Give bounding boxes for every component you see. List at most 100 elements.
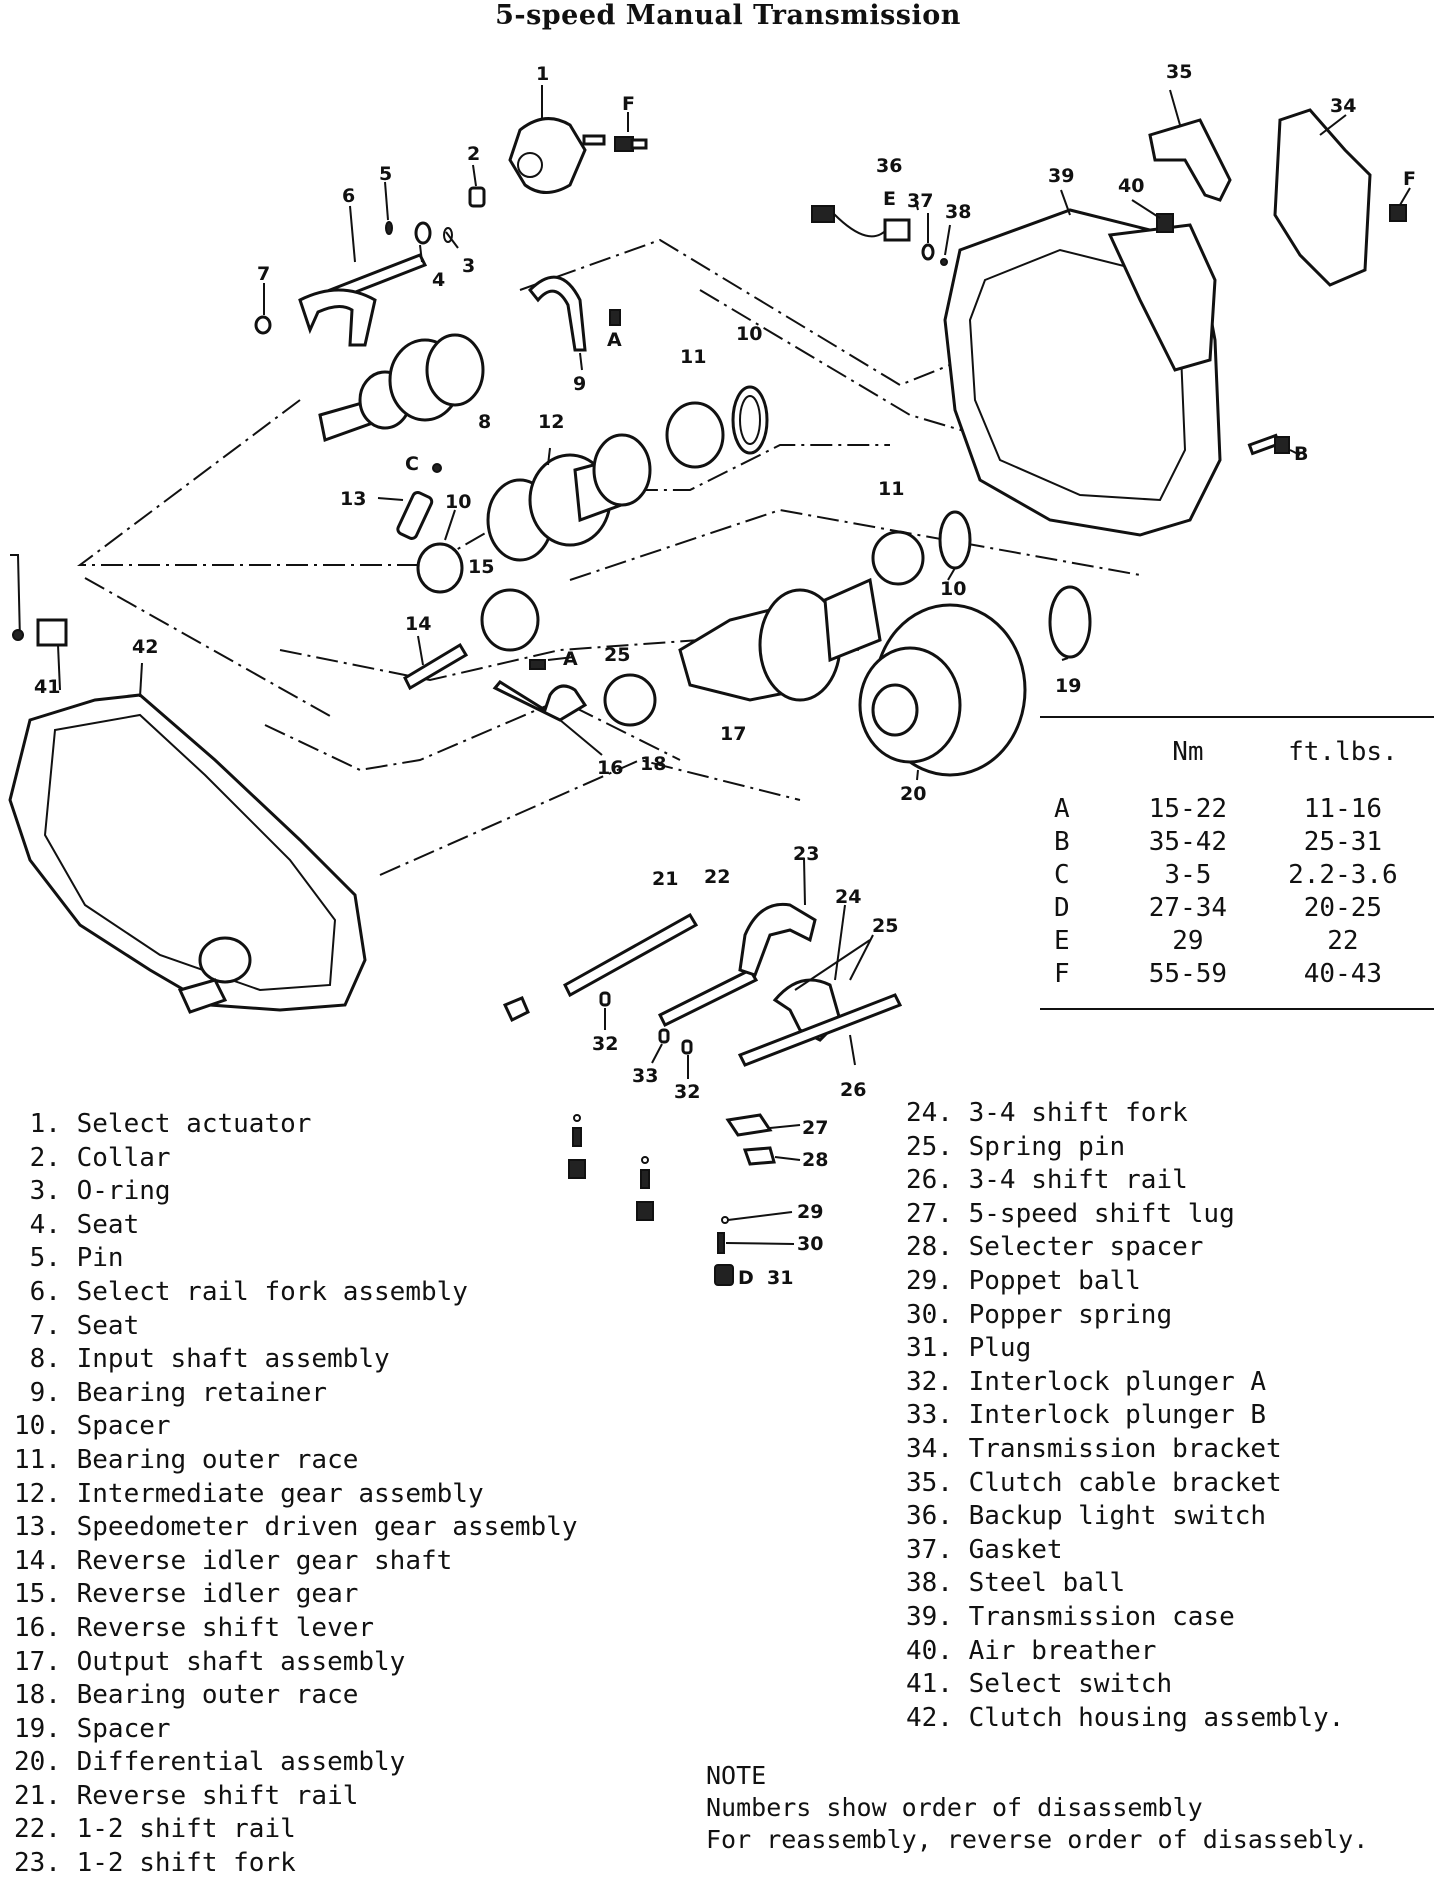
torque-row: E 29 22: [1040, 924, 1434, 957]
legend-item: 41. Select switch: [906, 1669, 1173, 1700]
callout-8: 8: [478, 411, 491, 433]
air-breather: [1156, 213, 1174, 233]
torque-ftlbs: 20-25: [1303, 892, 1383, 923]
gasket-37: [921, 243, 935, 261]
parts-legend-left: 1. Select actuator 2. Collar 3. O-ring 4…: [14, 1108, 578, 1881]
callout-c: C: [405, 453, 419, 475]
legend-item: 42. Clutch housing assembly.: [906, 1702, 1345, 1733]
poppet-ball: [721, 1216, 729, 1224]
legend-item: 8. Input shaft assembly: [14, 1344, 390, 1375]
callout-13: 13: [340, 488, 366, 510]
legend-item: 6. Select rail fork assembly: [14, 1276, 468, 1307]
callout-32-first: 32: [592, 1033, 618, 1055]
legend-item: 25. Spring pin: [906, 1131, 1126, 1162]
note-line-1: Numbers show order of disassembly: [706, 1793, 1203, 1822]
interlock-plunger-b: [658, 1028, 670, 1044]
torque-nm: 15-22: [1148, 793, 1228, 824]
output-shaft-assembly: [678, 577, 882, 702]
callout-e: E: [883, 188, 896, 210]
parts-legend-right: 24. 3-4 shift fork 25. Spring pin 26. 3-…: [906, 1097, 1344, 1735]
callout-6: 6: [342, 185, 355, 207]
reverse-idler-gear-shaft: [403, 642, 469, 691]
callout-33: 33: [632, 1065, 658, 1087]
torque-nm: 3-5: [1164, 859, 1212, 890]
callout-14: 14: [405, 613, 431, 635]
1-2-shift-fork: [738, 902, 817, 977]
callout-10-mid: 10: [445, 491, 471, 513]
pin-5: [385, 221, 393, 235]
legend-item: 37. Gasket: [906, 1534, 1063, 1565]
input-shaft-assembly: [318, 333, 485, 442]
collar: [468, 186, 486, 208]
legend-item: 3. O-ring: [14, 1176, 171, 1207]
bolt-a-middle: [529, 659, 546, 670]
torque-key: D: [1054, 892, 1070, 923]
legend-item: 29. Poppet ball: [906, 1265, 1141, 1296]
legend-item: 13. Speedometer driven gear assembly: [14, 1512, 578, 1543]
legend-item: 39. Transmission case: [906, 1601, 1235, 1632]
callout-20: 20: [900, 783, 926, 805]
callout-11-top: 11: [680, 346, 706, 368]
torque-row: A 15-22 11-16: [1040, 786, 1434, 825]
callout-17: 17: [720, 723, 746, 745]
rail-end-cap: [502, 996, 530, 1023]
torque-ftlbs: 25-31: [1303, 826, 1383, 857]
torque-key: A: [1054, 793, 1070, 824]
note-line-2: For reassembly, reverse order of disasse…: [706, 1825, 1369, 1854]
callout-15: 15: [468, 556, 494, 578]
legend-item: 5. Pin: [14, 1243, 124, 1274]
bearing-retainer: [527, 275, 587, 352]
reverse-shift-lever: [492, 680, 588, 722]
callout-41: 41: [34, 676, 60, 698]
legend-item: 30. Popper spring: [906, 1299, 1173, 1330]
callout-34: 34: [1330, 95, 1356, 117]
legend-item: 26. 3-4 shift rail: [906, 1165, 1188, 1196]
legend-item: 14. Reverse idler gear shaft: [14, 1545, 453, 1576]
callout-5: 5: [379, 163, 392, 185]
bolt-a-top: [609, 309, 621, 326]
callout-24: 24: [835, 886, 861, 908]
legend-item: 31. Plug: [906, 1333, 1032, 1364]
torque-row: C 3-5 2.2-3.6: [1040, 858, 1434, 891]
torque-header-key: [1040, 718, 1124, 786]
legend-item: 15. Reverse idler gear: [14, 1579, 359, 1610]
callout-38: 38: [945, 201, 971, 223]
torque-row: F 55-59 40-43: [1040, 957, 1434, 1008]
callout-31: 31: [767, 1267, 793, 1289]
3-4-shift-rail: [737, 993, 903, 1067]
callout-f-right: F: [1403, 168, 1416, 190]
callout-a-top: A: [607, 329, 622, 351]
callout-18: 18: [640, 753, 666, 775]
bearing-outer-race-11a: [665, 401, 725, 469]
callout-40: 40: [1118, 175, 1144, 197]
legend-item: 17. Output shaft assembly: [14, 1646, 406, 1677]
callout-23: 23: [793, 843, 819, 865]
backup-light-switch: [811, 205, 911, 242]
torque-table-header: Nm ft.lbs.: [1040, 718, 1434, 786]
select-actuator: [508, 117, 606, 194]
torque-ftlbs: 2.2-3.6: [1288, 859, 1398, 890]
torque-row: B 35-42 25-31: [1040, 825, 1434, 858]
spacer-10c: [938, 510, 972, 570]
spacer-19: [1048, 585, 1092, 659]
torque-key: F: [1054, 958, 1070, 989]
reverse-idler-gear: [480, 588, 540, 652]
torque-header-ftlbs: ft.lbs.: [1288, 737, 1398, 767]
callout-19: 19: [1055, 675, 1081, 697]
clutch-housing-assembly: [8, 693, 367, 1014]
callout-16: 16: [597, 757, 623, 779]
callout-labels: 1 F 2 5 6 4 3 7 8 9 A 11 10 12 C 13 10 1…: [34, 61, 1416, 1289]
callout-37: 37: [907, 190, 933, 212]
differential-assembly: [858, 603, 1027, 777]
torque-key: B: [1054, 826, 1070, 857]
callout-1: 1: [536, 63, 549, 85]
bolt-f-right: [1389, 204, 1407, 222]
transmission-case: [943, 208, 1222, 537]
popper-spring: [717, 1232, 725, 1254]
callout-2: 2: [467, 143, 480, 165]
callout-10-top: 10: [736, 323, 762, 345]
callout-32-second: 32: [674, 1081, 700, 1103]
callout-4: 4: [432, 269, 445, 291]
select-rail-fork-assembly: [298, 253, 428, 347]
bolt-f-top: [614, 136, 648, 152]
